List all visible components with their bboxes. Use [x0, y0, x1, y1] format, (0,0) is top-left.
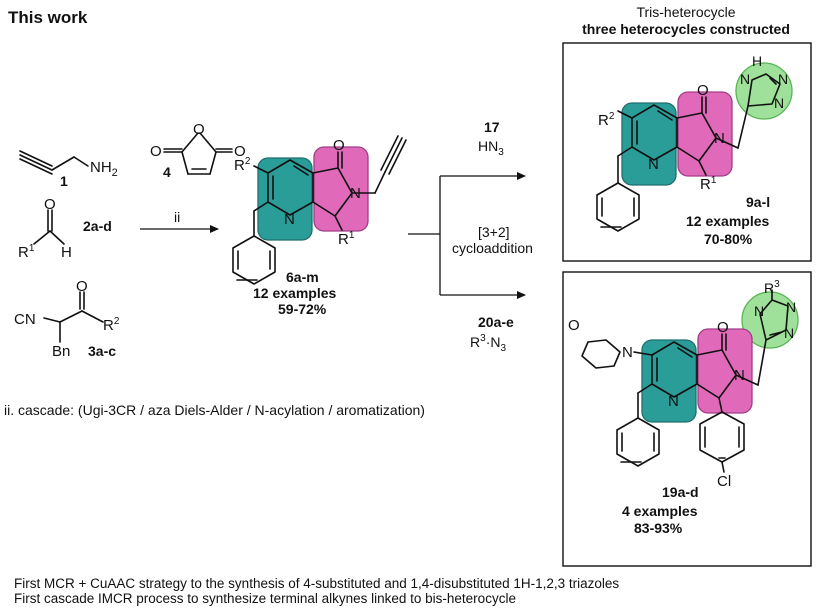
- top-carbonyl-o-label: O: [697, 82, 709, 99]
- triazole-n1-label: N: [740, 71, 750, 87]
- ring-oxygen-label: O: [193, 121, 205, 138]
- bottom-triazole-n2-label: N: [786, 299, 796, 315]
- reagent-hn3: HN3: [478, 138, 504, 158]
- int-carbonyl-o-label: O: [333, 137, 345, 154]
- lactam-highlight: [313, 146, 369, 232]
- aldehyde-r1-label: R1: [18, 243, 35, 261]
- bottom-lactam-n-label: N: [734, 367, 745, 384]
- heading: This work: [8, 8, 88, 27]
- product-header-line2: three heterocycles constructed: [582, 21, 790, 37]
- carbonyl-oxygen-left-label: O: [150, 143, 162, 160]
- isocyanide-r2-label: R2: [103, 316, 120, 334]
- top-r2-label: R2: [598, 111, 615, 129]
- cycloaddition-line1: [3+2]: [478, 224, 510, 240]
- morpholine-o-label: O: [568, 317, 580, 334]
- product-box-9a-l: [562, 42, 812, 262]
- reagent-id-20a-e: 20a-e: [478, 314, 514, 330]
- chloro-label: Cl: [717, 473, 731, 490]
- aldehyde-h-label: H: [61, 244, 72, 261]
- footnote-2: First cascade IMCR process to synthesize…: [14, 591, 516, 606]
- cascade-note: ii. cascade: (Ugi-3CR / aza Diels-Alder …: [4, 402, 425, 418]
- triazole-highlight-top: [735, 62, 793, 120]
- reagent-isocyanide: CN O R2 Bn 3a-c: [14, 278, 120, 360]
- amine-group-label: NH2: [90, 159, 118, 179]
- compound-id-4: 4: [163, 164, 171, 180]
- reagent-aldehyde: O R1 H 2a-d: [18, 196, 112, 261]
- reagent-propargylamine: NH2 1: [19, 150, 118, 189]
- footnote-1: First MCR + CuAAC strategy to the synthe…: [14, 576, 620, 591]
- top-examples: 12 examples: [686, 213, 769, 229]
- isocyanide-cn-label: CN: [14, 311, 36, 328]
- bottom-examples: 4 examples: [622, 503, 698, 519]
- compound-id-2a-d: 2a-d: [83, 218, 112, 234]
- triazole-n3-label: N: [774, 95, 784, 111]
- compound-id-9a-l: 9a-l: [746, 194, 770, 210]
- step-arrow-label: ii: [174, 209, 180, 225]
- int-pyridine-n-label: N: [284, 211, 295, 228]
- compound-id-19a-d: 19a-d: [662, 484, 699, 500]
- triazole-highlight-bottom: [741, 291, 799, 349]
- int-examples: 12 examples: [253, 285, 336, 301]
- lactam-highlight-top: [677, 91, 733, 177]
- int-lactam-n-label: N: [350, 185, 361, 202]
- top-r1-label: R1: [700, 175, 717, 193]
- product-header-line1: Tris-heterocycle: [636, 4, 735, 20]
- bottom-triazole-n1-label: N: [754, 303, 764, 319]
- isocyanide-bn-label: Bn: [52, 343, 70, 360]
- compound-id-6a-m: 6a-m: [286, 269, 319, 285]
- triazole-n2-label: N: [778, 71, 788, 87]
- cycloaddition-line2: cycloaddition: [452, 240, 533, 256]
- bottom-carbonyl-o-label: O: [717, 319, 729, 336]
- bottom-triazole-n3-label: N: [784, 325, 794, 341]
- reagent-id-17: 17: [484, 119, 500, 135]
- branch-arrows: [408, 172, 526, 299]
- int-r1-label: R1: [338, 230, 355, 248]
- reagent-maleic-anhydride: O O O 4: [150, 121, 246, 180]
- pyridine-highlight-top: [621, 102, 677, 186]
- isocyanide-oxygen-label: O: [76, 278, 88, 295]
- bottom-r3-label: R3: [764, 279, 780, 296]
- triazole-h-label: H: [752, 53, 762, 69]
- bottom-yield: 83-93%: [634, 520, 683, 536]
- reagent-azide: R3·N3: [470, 333, 506, 354]
- product-9a-l: H N N N R2 N N O R1 9a-l 12 examples 70-…: [596, 53, 793, 247]
- compound-id-1: 1: [60, 173, 68, 189]
- intermediate-6a-m: R2 N N O R1 6a-m 12 examples 59-72%: [232, 135, 407, 317]
- compound-id-3a-c: 3a-c: [88, 343, 116, 359]
- morpholine-n-label: N: [622, 344, 633, 361]
- top-pyridine-n-label: N: [648, 156, 659, 173]
- top-yield: 70-80%: [704, 231, 753, 247]
- pyridine-highlight: [257, 157, 313, 241]
- top-lactam-n-label: N: [714, 130, 725, 147]
- int-r2-label: R2: [234, 156, 251, 174]
- product-19a-d: R3 N N N O N N N O Cl 19a-d 4 examples 8…: [568, 279, 799, 536]
- int-yield: 59-72%: [278, 301, 327, 317]
- pyridine-highlight-bottom: [641, 339, 697, 423]
- carbonyl-oxygen-right-label: O: [234, 143, 246, 160]
- aldehyde-oxygen-label: O: [44, 196, 56, 213]
- bottom-pyridine-n-label: N: [668, 393, 679, 410]
- product-box-19a-d: [562, 271, 812, 567]
